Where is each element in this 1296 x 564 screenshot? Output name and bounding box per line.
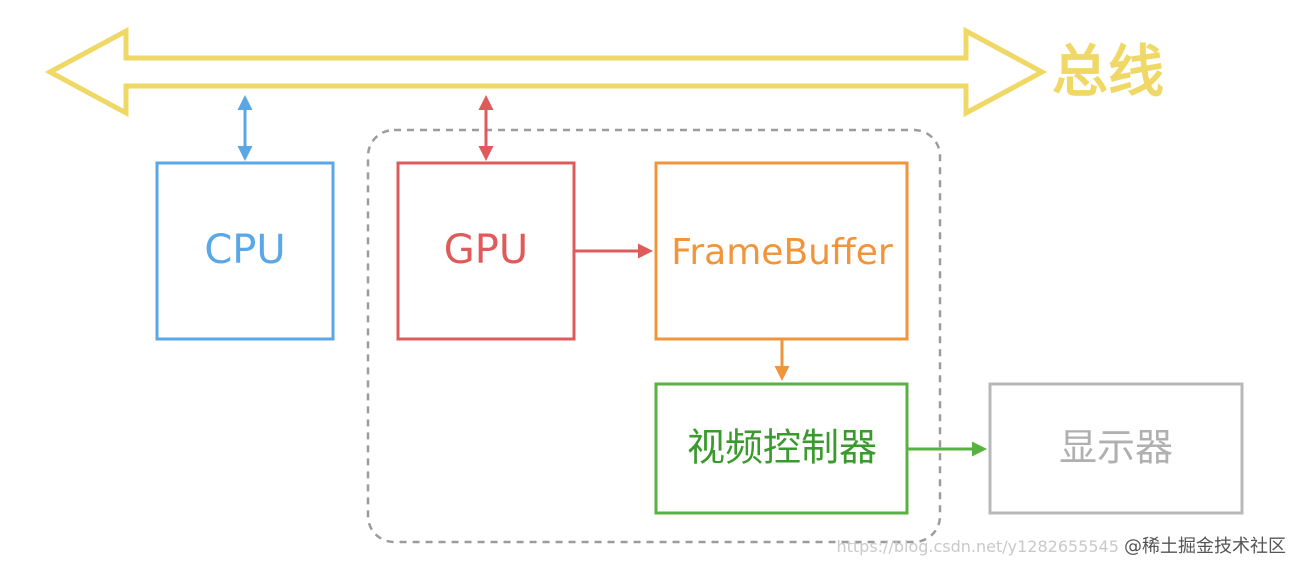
watermark-brand: @稀土掘金技术社区 (1124, 536, 1286, 557)
cpu-label: CPU (204, 227, 285, 273)
watermark-url: https://blog.csdn.net/y1282655545 (836, 537, 1119, 556)
display-box (988, 382, 1244, 515)
framebuffer-box (654, 161, 909, 341)
bus-label: 总线 (1052, 40, 1164, 105)
watermark: https://blog.csdn.net/y1282655545 @稀土掘金技… (836, 532, 1286, 558)
gpu-subsystem-region (366, 128, 942, 544)
video-controller-label: 视频控制器 (687, 426, 877, 470)
cpu-box (155, 161, 335, 341)
display-label: 显示器 (1059, 426, 1173, 470)
gpu-label: GPU (444, 227, 528, 273)
framebuffer-label: FrameBuffer (671, 232, 893, 273)
bus-arrow (44, 26, 1048, 118)
gpu-box (396, 161, 576, 341)
video-controller-box (654, 382, 909, 515)
